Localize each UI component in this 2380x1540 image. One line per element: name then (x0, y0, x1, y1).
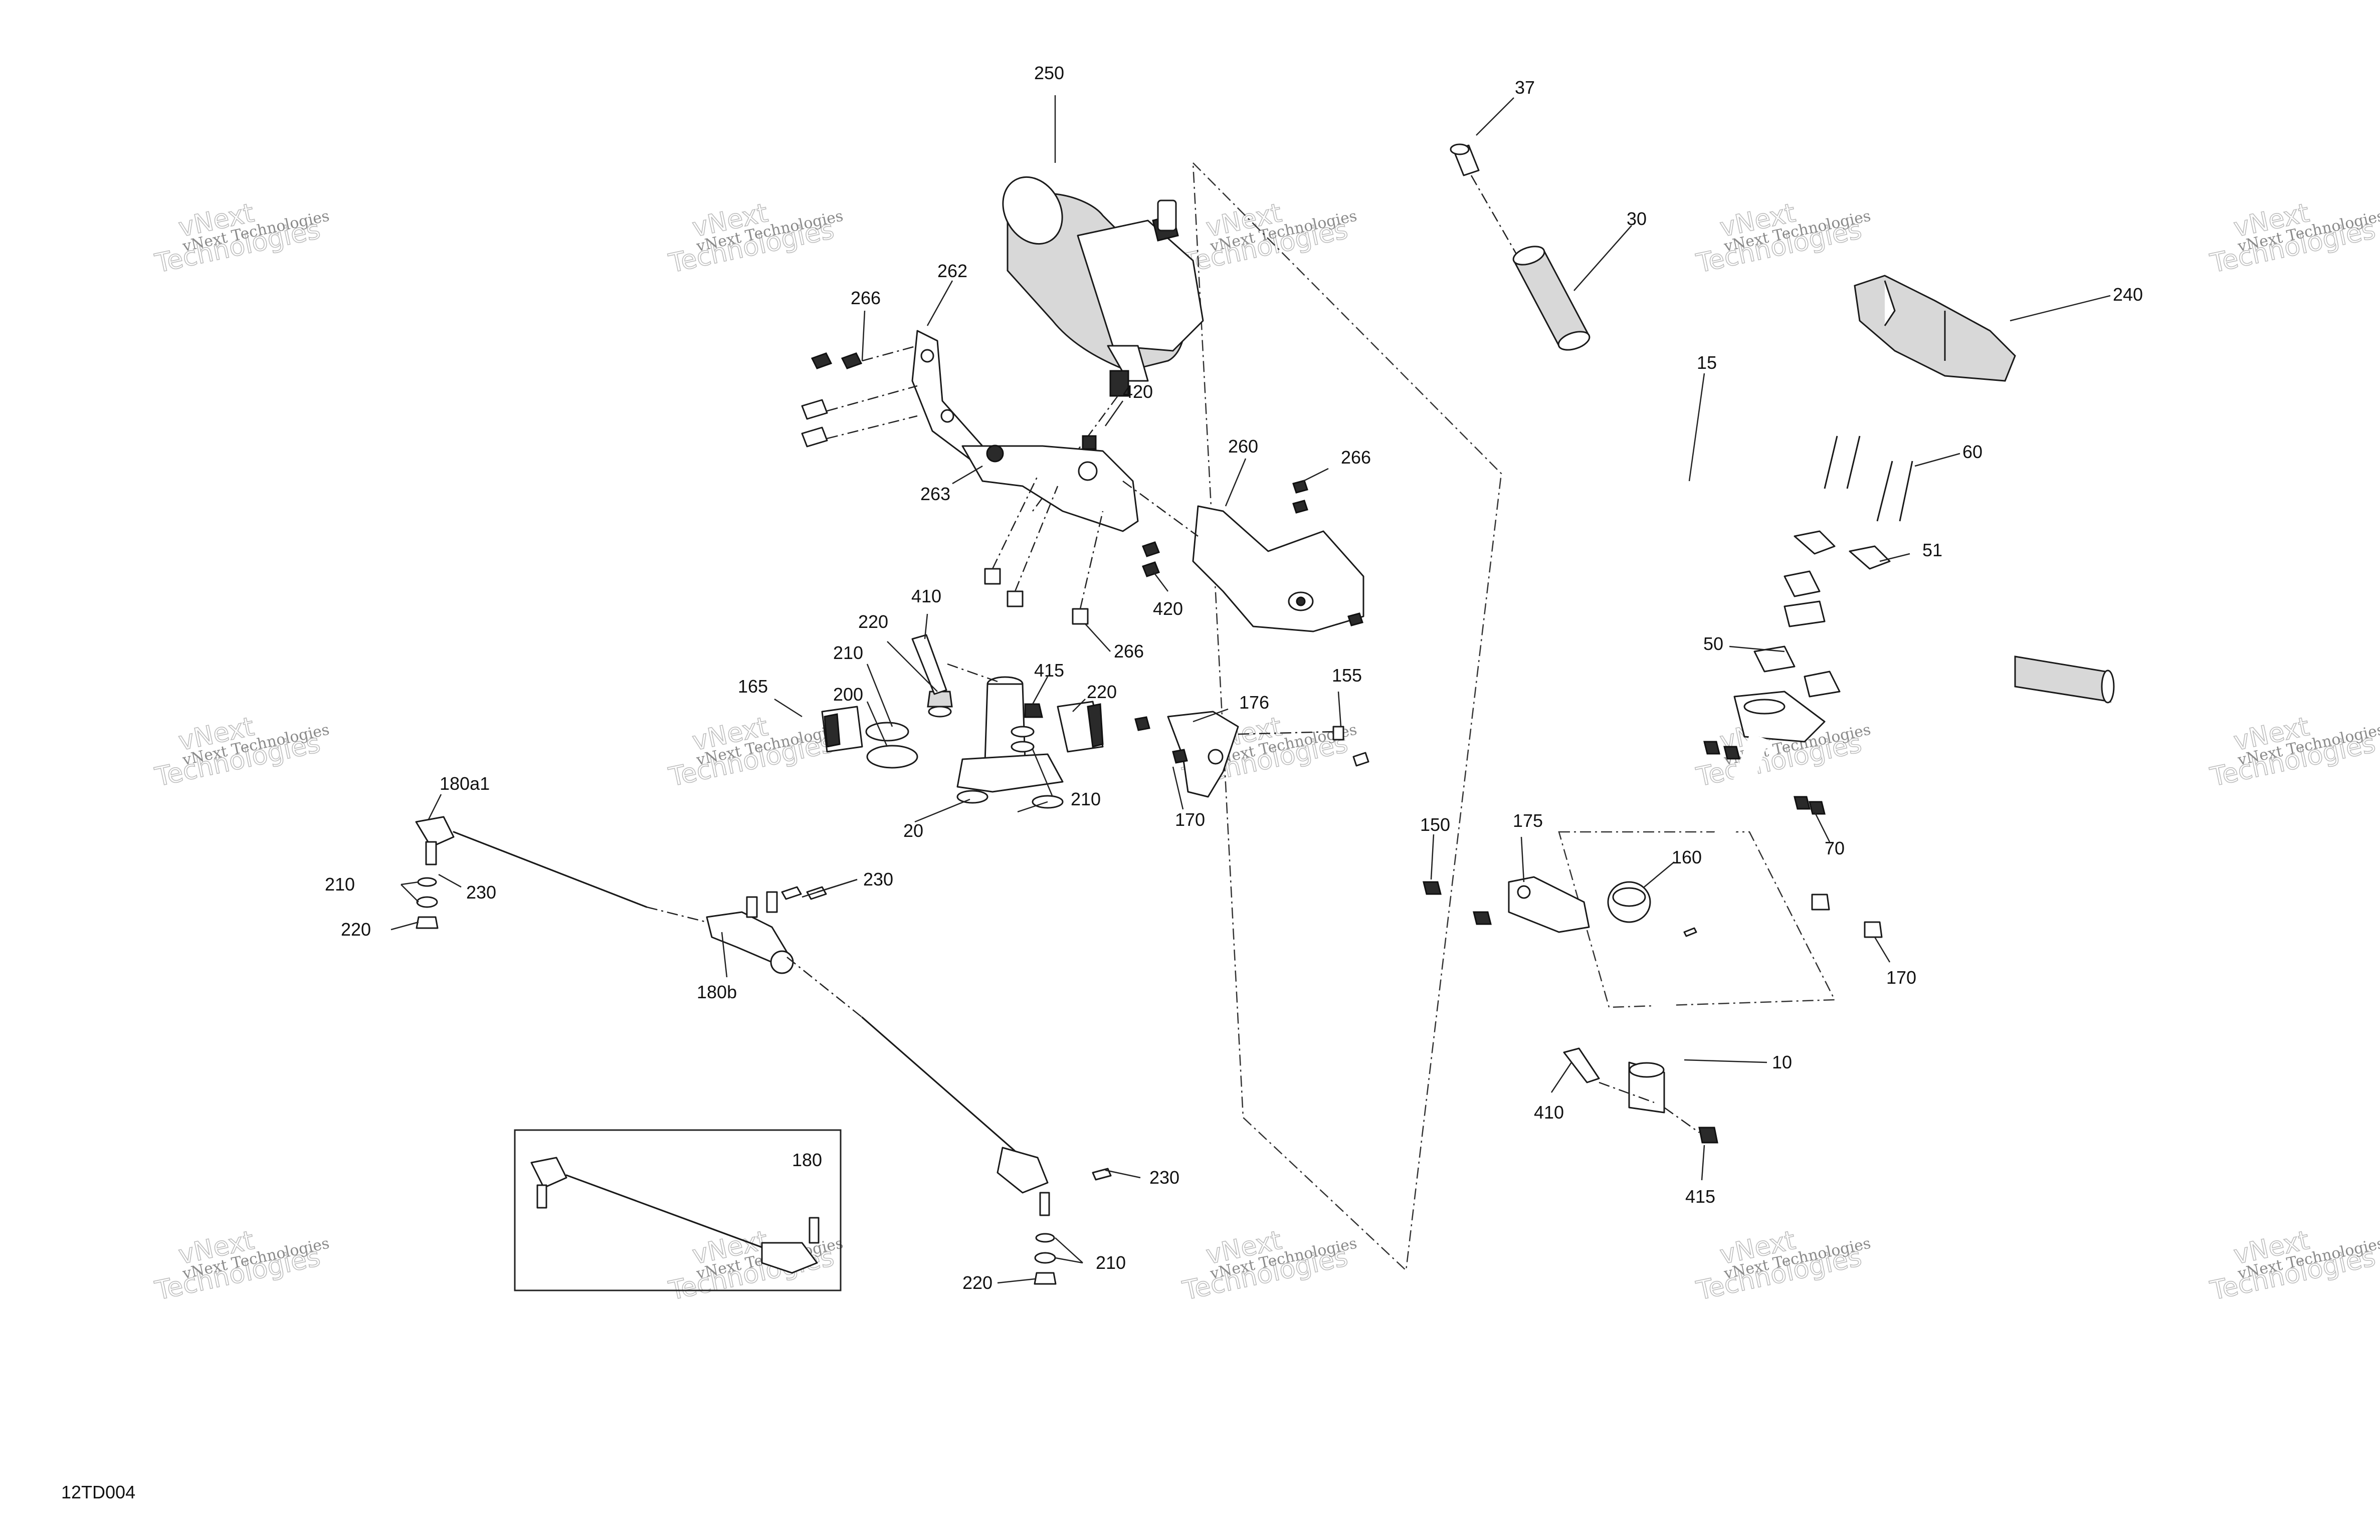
callout-210: 210 (325, 874, 355, 895)
watermark: vNext Technologies vNext Technologies (666, 1225, 845, 1306)
handlebar-cover-240 (1854, 275, 2016, 382)
callout-180b: 180b (697, 982, 737, 1002)
tie-rod-180a1 (415, 816, 648, 929)
watermark: vNext Technologies vNext Technologies (1693, 197, 1872, 279)
callout-51: 51 (1922, 540, 1942, 560)
tie-rod-junction-180b (706, 886, 827, 974)
power-steering-unit (1002, 95, 1204, 512)
bracket-263 (961, 435, 1139, 532)
callout-200: 200 (833, 684, 863, 705)
bolt-266-group-a (801, 345, 918, 448)
callout-50: 50 (1703, 633, 1723, 654)
callout-230: 230 (466, 882, 496, 903)
callout-176: 176 (1239, 692, 1269, 713)
callout-262: 262 (937, 261, 967, 281)
callout-415: 415 (1685, 1186, 1715, 1207)
callout-266: 266 (1341, 447, 1371, 468)
steering-column-10 (1628, 691, 1826, 1114)
callout-150: 150 (1420, 814, 1450, 835)
bolts-60 (1824, 435, 1913, 522)
callout-70: 70 (1825, 838, 1845, 858)
bracket-assembly-outline (1558, 831, 1836, 1008)
watermark: vNext Technologies vNext Technologies (152, 197, 331, 279)
watermark: vNext Technologies vNext Technologies (1693, 1225, 1872, 1306)
callout-155: 155 (1332, 665, 1362, 686)
watermark: vNext Technologies vNext Technologies (2207, 711, 2380, 793)
callout-220: 220 (858, 611, 888, 632)
nuts-70 (1703, 741, 1826, 815)
clamp-50-51 (1753, 530, 1891, 698)
nuts-170-right (1811, 894, 1883, 938)
callout-420: 420 (1123, 381, 1153, 402)
watermark: vNext Technologies vNext Technologies (666, 711, 845, 793)
watermark: vNext Technologies vNext Technologies (2207, 197, 2380, 279)
watermark-layer: vNext Technologies vNext Technologies vN… (152, 197, 2380, 1306)
bracket-262 (911, 330, 983, 462)
bolts-lower-263 (984, 476, 1104, 625)
callout-170: 170 (1175, 809, 1205, 830)
tie-rod-180-inset (530, 1157, 820, 1274)
callout-263: 263 (920, 484, 950, 504)
washers-210-200 (865, 691, 1043, 769)
steering-arm-20 (956, 676, 1064, 809)
bracket-176 (1134, 711, 1369, 798)
steering-gear-assembly-outline (1192, 161, 1502, 1272)
watermark: vNext Technologies vNext Technologies (666, 197, 845, 279)
callout-410: 410 (911, 586, 941, 606)
callout-175: 175 (1513, 810, 1543, 831)
callout-220: 220 (1087, 682, 1117, 702)
callout-60: 60 (1962, 442, 1982, 462)
callout-10: 10 (1772, 1052, 1792, 1072)
drawing-code: 12TD004 (61, 1482, 135, 1502)
callout-410: 410 (1534, 1102, 1564, 1123)
callout-180: 180 (792, 1150, 822, 1170)
watermark: vNext Technologies vNext Technologies (152, 711, 331, 793)
callout-230: 230 (863, 869, 893, 890)
callout-15: 15 (1697, 352, 1717, 373)
callout-230: 230 (1149, 1167, 1179, 1188)
callout-37: 37 (1515, 77, 1535, 98)
callout-260: 260 (1228, 436, 1258, 457)
bolt-410-lower (1563, 1047, 1718, 1144)
callout-420: 420 (1153, 598, 1183, 619)
callout-220: 220 (962, 1272, 993, 1293)
callout-210: 210 (1096, 1252, 1126, 1273)
watermark: vNext Technologies vNext Technologies (1179, 197, 1358, 279)
grip-30 (1512, 246, 1591, 351)
callout-415: 415 (1034, 660, 1064, 681)
callout-266: 266 (1114, 641, 1144, 662)
tie-rod-lower (861, 1016, 1112, 1285)
callout-210: 210 (833, 642, 863, 663)
inset-frame-180 (514, 1129, 842, 1291)
callout-240: 240 (2113, 284, 2143, 305)
callout-170: 170 (1886, 967, 1916, 988)
callout-30: 30 (1627, 208, 1647, 229)
clamp-165 (821, 706, 863, 753)
callout-160: 160 (1672, 847, 1702, 867)
callout-250: 250 (1034, 63, 1064, 83)
callout-20: 20 (903, 820, 923, 841)
callout-266: 266 (851, 288, 881, 308)
bolt-410-upper (911, 634, 998, 695)
grommet-160 (1607, 881, 1697, 937)
callout-180a1: 180a1 (440, 773, 490, 794)
clamp-220 (1057, 701, 1104, 753)
watermark: vNext Technologies vNext Technologies (2207, 1225, 2380, 1306)
callout-labels: 250 37 30 240 262 266 420 260 266 263 42… (325, 63, 2143, 1293)
bracket-175 (1423, 876, 1590, 933)
callout-220: 220 (341, 919, 371, 940)
watermark: vNext Technologies vNext Technologies (152, 1225, 331, 1306)
leader-lines (390, 97, 2111, 1284)
bracket-260 (1122, 480, 1364, 632)
watermark: vNext Technologies vNext Technologies (1179, 1225, 1358, 1306)
callout-165: 165 (738, 676, 768, 697)
callout-210: 210 (1071, 789, 1101, 809)
